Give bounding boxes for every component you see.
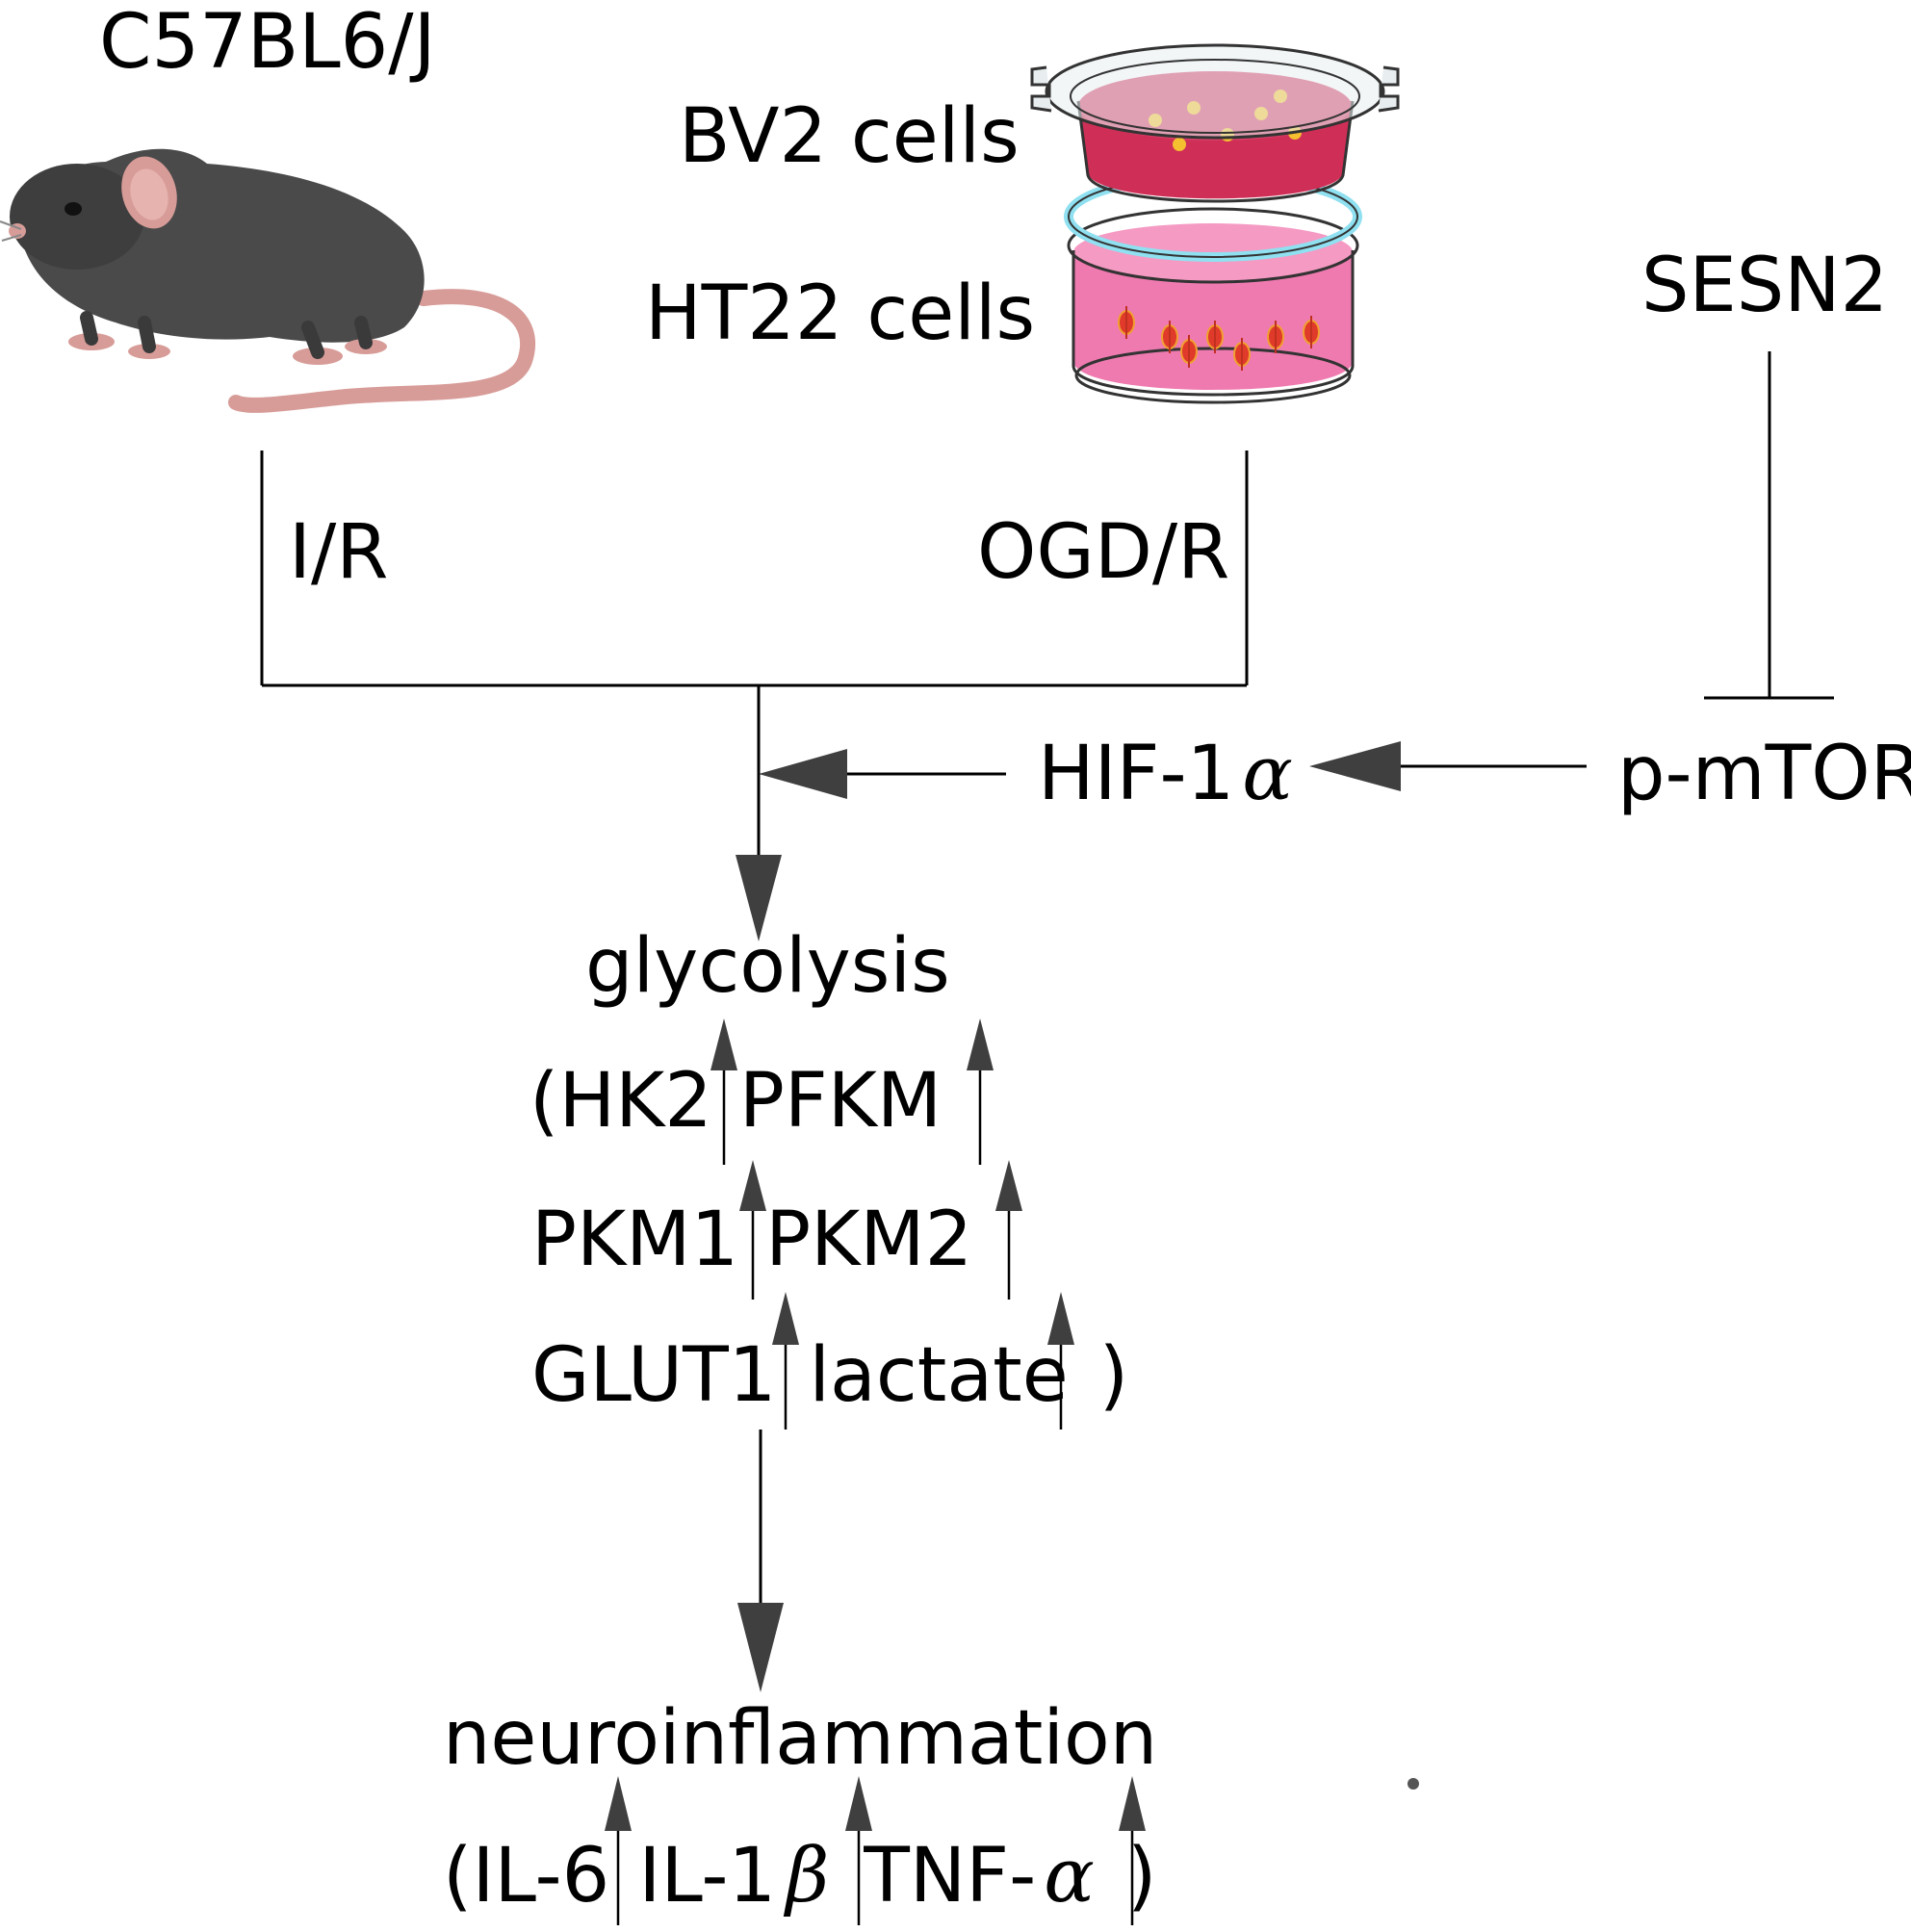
glycolysis-close-paren: ) [1099,1332,1128,1419]
marker-pkm1: PKM1 [531,1197,738,1283]
glycolysis-open-paren: ( [529,1058,558,1145]
marker-pkm2: PKM2 [765,1197,972,1283]
p-mtor-label: p-mTOR [1617,731,1911,817]
activation-arrow-mtor-hif [1309,741,1587,791]
up-arrow-icon [605,1776,632,1925]
glycolysis-row-1: (HK2 PFKM [529,1058,942,1145]
cytokine-tnf-greek: α [1044,1833,1095,1919]
up-arrow-icon [1047,1292,1074,1430]
glycolysis-row-3: GLUT1 lactate) [531,1332,1128,1419]
up-arrow-icon [967,1018,994,1165]
activation-arrow-hif-junction [759,749,1006,799]
up-arrow-icon [845,1776,872,1925]
glycolysis-title: glycolysis [585,923,950,1010]
hif1a-greek: α [1242,731,1293,817]
inhibition-arrow [1704,351,1834,700]
arrow-to-glycolysis [736,685,782,941]
cytokine-open-paren: ( [443,1833,472,1919]
cytokine-il1-prefix: IL-1 [638,1833,776,1919]
ht22-cells-label: HT22 cells [645,270,1035,357]
strain-label: C57BL6/J [99,0,436,86]
cytokine-tnf-prefix: TNF- [863,1833,1036,1919]
up-arrow-icon [995,1160,1022,1300]
marker-hk2: HK2 [558,1058,711,1145]
bv2-cells-label: BV2 cells [679,93,1020,180]
marker-lactate: lactate [809,1332,1068,1419]
neuroinflammation-title: neuroinflammation [443,1695,1157,1782]
stray-dot [1407,1778,1419,1790]
treatment-bracket [260,451,1249,687]
marker-glut1: GLUT1 [531,1332,776,1419]
transwell-dish-icon [1030,43,1400,404]
up-arrow-icon [710,1018,737,1165]
up-arrow-icon [1119,1776,1146,1925]
mouse-icon [0,148,536,413]
hif1a-prefix: HIF-1 [1038,731,1234,817]
up-arrow-icon [739,1160,766,1300]
sesn2-label: SESN2 [1641,243,1888,329]
ir-label: I/R [289,509,388,596]
ogdr-label: OGD/R [977,509,1229,596]
up-arrow-icon [772,1292,799,1430]
arrow-to-neuroinflammation [737,1430,784,1692]
cytokine-il1-greek: β [783,1833,829,1919]
glycolysis-row-2: PKM1 PKM2 [531,1197,972,1283]
cytokine-il6: IL-6 [472,1833,609,1919]
marker-pfkm: PFKM [739,1058,942,1145]
